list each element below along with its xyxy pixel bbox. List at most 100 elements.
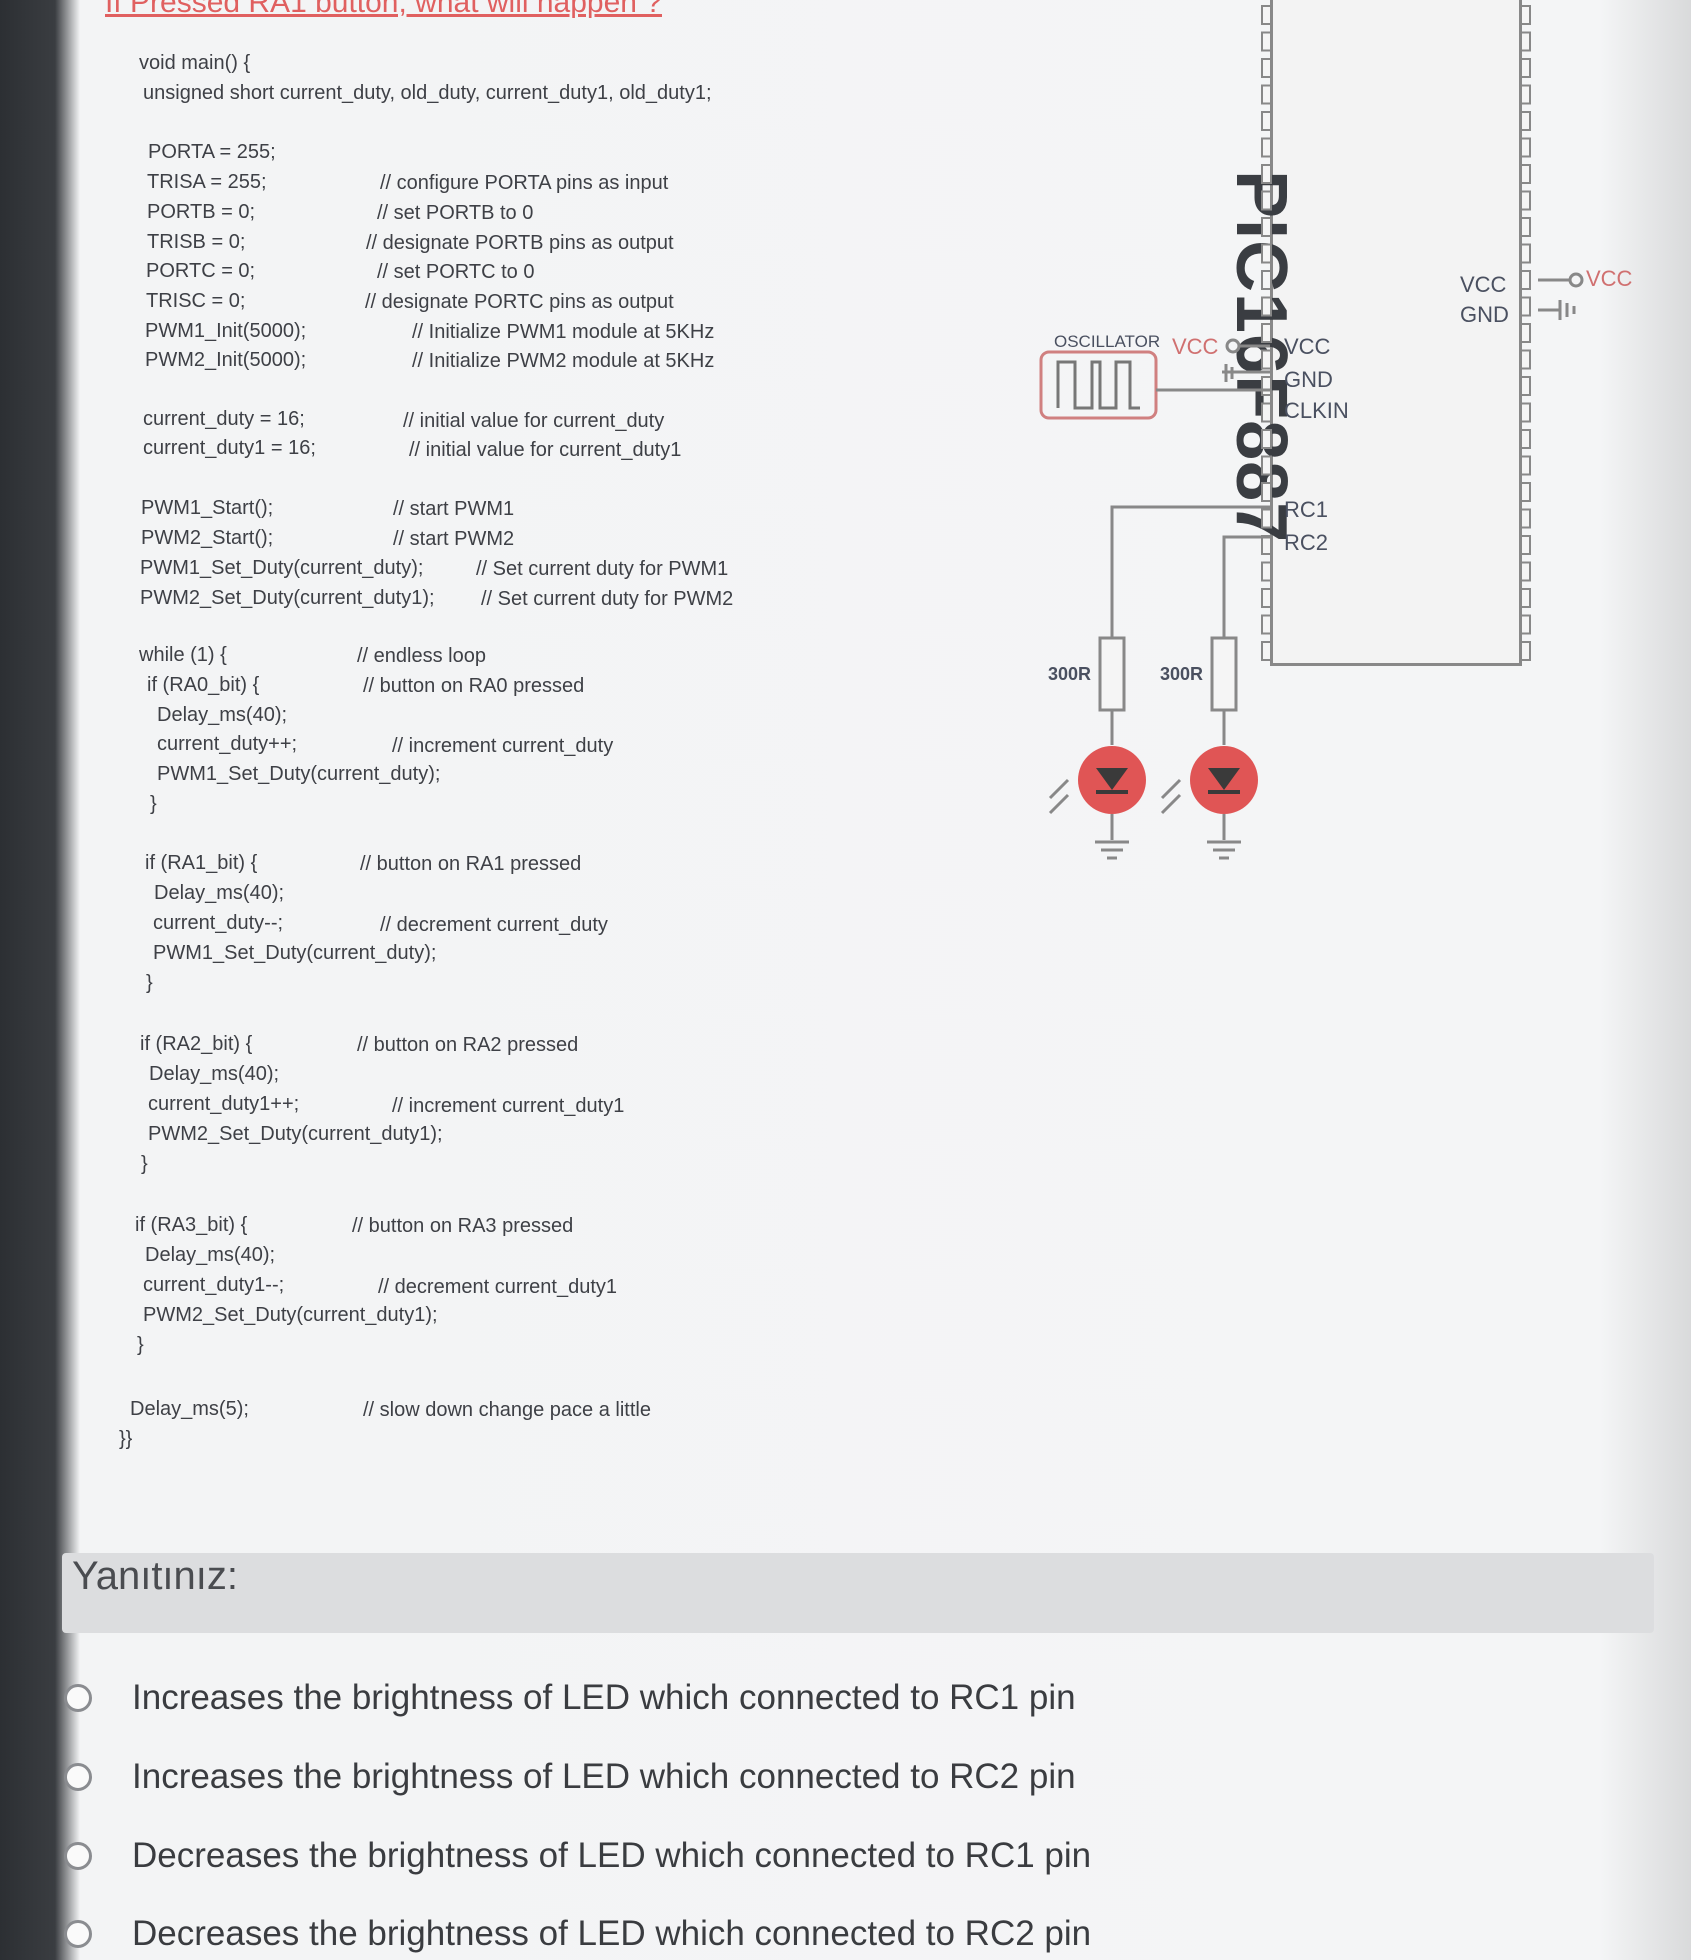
code-comment: // designate PORTB pins as output <box>366 232 674 254</box>
chip-pin <box>1261 376 1272 396</box>
chip-pin <box>1520 58 1531 78</box>
chip-pin <box>1261 482 1272 502</box>
right-pin-label-gnd: GND <box>1460 302 1509 327</box>
vcc-out-label: VCC <box>1586 266 1633 291</box>
code-comment: // start PWM1 <box>393 498 515 520</box>
code-comment: // Initialize PWM1 module at 5KHz <box>412 321 715 343</box>
answer-option-text: Increases the brightness of LED which co… <box>132 1757 1076 1796</box>
oscillator-box <box>1039 350 1158 420</box>
chip-pin <box>1261 84 1272 105</box>
answer-option-text: Decreases the brightness of LED which co… <box>132 1836 1092 1875</box>
code-line: unsigned short current_duty, old_duty, c… <box>143 82 712 104</box>
code-comment: // designate PORTC pins as output <box>365 291 674 313</box>
chip-pin <box>1520 243 1531 264</box>
chip-pin <box>1520 641 1531 661</box>
code-comment: // decrement current_duty1 <box>378 1276 618 1298</box>
code-comment: // Set current duty for PWM2 <box>481 588 734 610</box>
light-arrow-icon <box>1160 778 1182 800</box>
code-line: } <box>150 793 157 815</box>
code-line: if (RA1_bit) { <box>145 852 258 874</box>
chip-pin <box>1520 429 1531 449</box>
code-comment: // button on RA3 pressed <box>352 1215 574 1237</box>
chip-pin <box>1520 402 1531 423</box>
code-comment: // start PWM2 <box>393 528 515 550</box>
code-line: } <box>146 972 153 994</box>
chip-pin <box>1520 190 1531 211</box>
code-comment: // set PORTB to 0 <box>377 202 534 224</box>
code-line: if (RA3_bit) { <box>135 1214 248 1236</box>
chip-pin <box>1520 270 1531 290</box>
code-comment: // initial value for current_duty1 <box>409 439 682 461</box>
chip-pin <box>1261 217 1272 237</box>
chip-pin <box>1261 243 1272 264</box>
code-comment: // set PORTC to 0 <box>377 261 535 283</box>
code-line: PWM1_Set_Duty(current_duty); <box>153 942 437 964</box>
radio-button[interactable] <box>64 1763 92 1791</box>
resistor-2-label: 300R <box>1160 664 1204 684</box>
oscillator-label: OSCILLATOR <box>1054 332 1161 351</box>
answer-option-1[interactable]: Increases the brightness of LED which co… <box>64 1678 1076 1718</box>
answer-option-3[interactable]: Decreases the brightness of LED which co… <box>64 1836 1091 1876</box>
code-line: Delay_ms(40); <box>145 1244 276 1266</box>
code-comment: // Initialize PWM2 module at 5KHz <box>412 350 715 372</box>
chip-pin <box>1261 588 1272 608</box>
code-line: PWM1_Start(); <box>141 497 274 519</box>
radio-button[interactable] <box>64 1842 92 1870</box>
code-line: TRISA = 255; <box>147 171 267 193</box>
answer-label: Yanıtınız: <box>72 1554 239 1598</box>
chip-pin <box>1520 508 1531 529</box>
code-line: current_duty1--; <box>143 1274 285 1296</box>
right-pin-label-vcc: VCC <box>1460 272 1507 297</box>
oscillator-wave-icon <box>1056 360 1140 410</box>
code-line: PWM1_Set_Duty(current_duty); <box>140 557 424 579</box>
code-line: if (RA2_bit) { <box>140 1033 253 1055</box>
chip-pin <box>1261 190 1272 211</box>
rc2-wire <box>1222 535 1270 638</box>
chip-pin <box>1520 31 1531 52</box>
chip-pin <box>1520 535 1531 555</box>
chip-pin <box>1261 429 1272 449</box>
code-line: current_duty--; <box>153 912 284 934</box>
code-comment: // slow down change pace a little <box>363 1399 651 1421</box>
chip-pin <box>1261 5 1272 25</box>
chip-pins-left <box>1261 5 1272 661</box>
code-line: current_duty1 = 16; <box>143 437 316 459</box>
chip-pin <box>1261 614 1272 635</box>
chip-pin <box>1261 455 1272 476</box>
pin-label-rc2: RC2 <box>1284 530 1329 555</box>
chip-pin <box>1520 84 1531 105</box>
answer-option-2[interactable]: Increases the brightness of LED which co… <box>64 1757 1076 1797</box>
question-title: If Pressed RA1 button, what will happen … <box>105 0 662 19</box>
code-line: PWM2_Set_Duty(current_duty1); <box>143 1304 438 1326</box>
rc1-wire <box>1110 505 1270 638</box>
chip-pin <box>1261 508 1272 529</box>
chip-pin <box>1520 588 1531 608</box>
chip-pin <box>1261 137 1272 158</box>
chip-pin <box>1520 455 1531 476</box>
code-comment: // initial value for current_duty <box>403 410 665 432</box>
chip-pin <box>1520 296 1531 317</box>
chip-pin <box>1261 402 1272 423</box>
code-comment: // decrement current_duty <box>380 914 608 936</box>
code-line: } <box>141 1153 148 1175</box>
code-line: TRISC = 0; <box>146 290 246 312</box>
chip-pin <box>1520 164 1531 184</box>
chip-pin <box>1261 111 1272 131</box>
chip-pin <box>1261 58 1272 78</box>
code-line: PWM2_Set_Duty(current_duty1); <box>140 587 435 609</box>
radio-button[interactable] <box>64 1684 92 1712</box>
code-line: PWM1_Set_Duty(current_duty); <box>157 763 441 785</box>
chip-pin <box>1520 5 1531 25</box>
code-line: if (RA0_bit) { <box>147 674 260 696</box>
code-comment: // button on RA0 pressed <box>363 675 585 697</box>
light-arrow-icon <box>1048 778 1070 800</box>
chip-pin <box>1520 111 1531 131</box>
answer-option-4[interactable]: Decreases the brightness of LED which co… <box>64 1914 1091 1954</box>
chip-pin <box>1261 296 1272 317</box>
chip-pin <box>1261 31 1272 52</box>
radio-button[interactable] <box>64 1920 92 1948</box>
code-line: PWM1_Init(5000); <box>145 320 307 342</box>
resistor-1-label: 300R <box>1048 664 1092 684</box>
resistor-1 <box>1098 636 1126 712</box>
vcc-label: VCC <box>1172 334 1219 359</box>
